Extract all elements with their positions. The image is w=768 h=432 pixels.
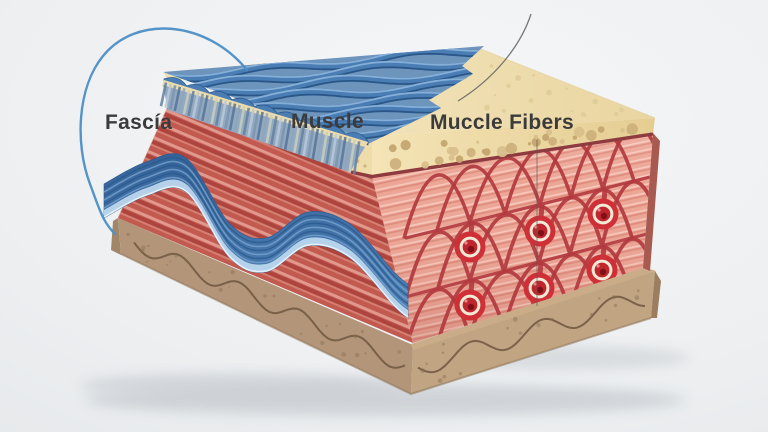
muscle-fibers-label: Muccle Fibers (430, 111, 574, 134)
base-left-end (111, 218, 121, 255)
fascia-ribbon (103, 153, 409, 319)
muscle-block-right-edge (643, 133, 660, 271)
base-layer (111, 218, 661, 396)
fascia-top-layer (159, 46, 484, 174)
fascia-edge-stripes (159, 82, 361, 174)
muscle-divider-line (350, 132, 654, 179)
base-front-left-face (118, 218, 413, 394)
base-top-sliver (411, 267, 656, 350)
base-front-right-face (411, 271, 655, 394)
fiber-bundle-pattern (402, 133, 653, 343)
muscle-label: Muscle (291, 110, 364, 133)
base-bottom-edge (120, 253, 652, 396)
fascia-label: Fascía (105, 111, 172, 134)
muscle-fibers-leader-line (457, 13, 532, 102)
base-right-end (651, 271, 661, 318)
fascia-leader-line (79, 27, 249, 236)
annotation-labels: Fascía Muscle Muccle Fibers (105, 110, 574, 134)
annotation-leaders (79, 13, 538, 306)
base-texture (126, 232, 646, 383)
muscle-fibers-face (372, 133, 653, 343)
